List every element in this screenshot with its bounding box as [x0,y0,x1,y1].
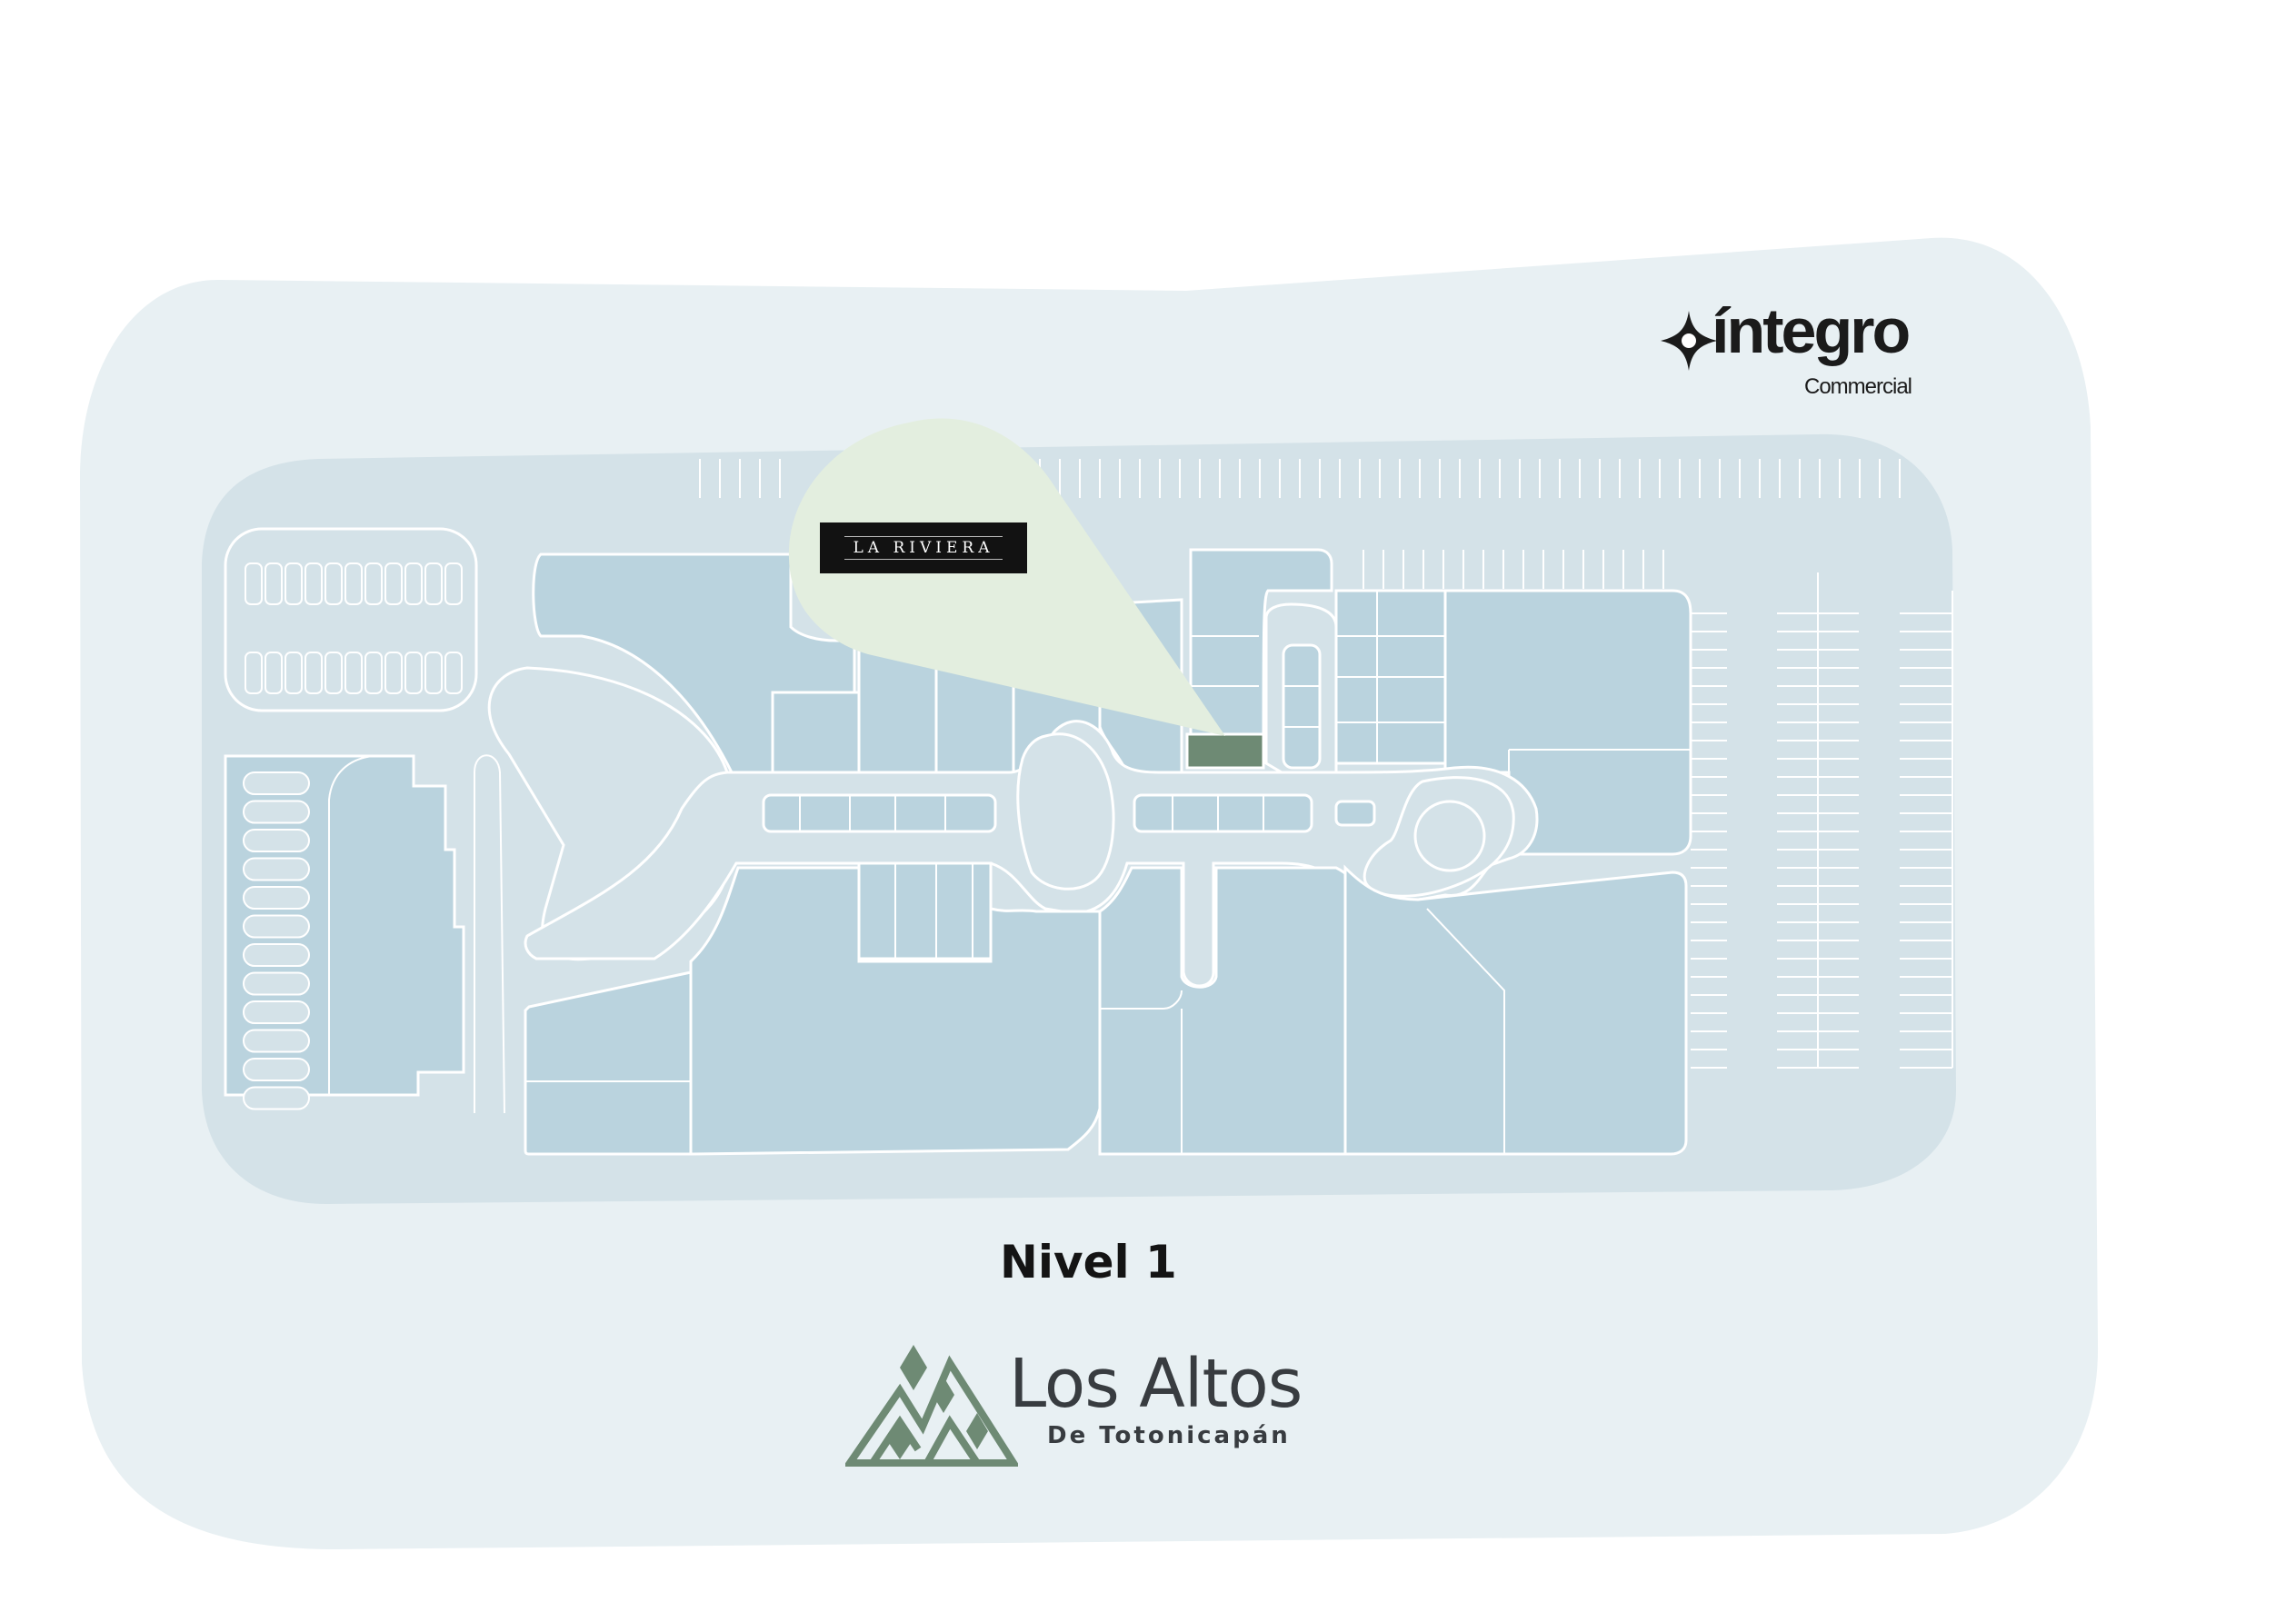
store-label-box: LA RIVIERA [820,522,1027,573]
parking-spot [324,562,343,605]
parking-spot [344,652,363,694]
integro-star-icon [1661,311,1717,371]
parking-spot [243,1029,310,1053]
kiosk-row [762,793,997,833]
parking-spot [243,971,310,996]
lot-north-east-highlight [1185,732,1265,770]
parking-spot [404,652,423,694]
kiosk [1334,800,1376,827]
parking-spot [243,829,310,852]
parking-spot [243,800,310,824]
lot-south-shops [857,861,993,960]
parking-spot [245,652,263,694]
parking-spot [285,562,303,605]
east-court-fountain [1413,800,1486,872]
parking-spot [344,562,363,605]
project-logo: Los Altos De Totonicapán [845,1331,1354,1477]
lot-north-east-anchor [1443,589,1692,856]
parking-spots-west [243,771,310,1110]
parking-spot [245,562,263,605]
parking-spot [444,562,463,605]
parking-spot [304,562,323,605]
parking-spot [404,562,423,605]
parking-spot [384,562,403,605]
floor-level-label: Nivel 1 [1000,1236,1177,1289]
parking-spot [444,652,463,694]
parking-spots-topleft [245,562,463,694]
parking-spot [243,943,310,967]
parking-stalls-right [1691,572,1953,1069]
parking-spot [243,857,310,881]
parking-spot [265,652,283,694]
parking-spot [384,652,403,694]
parking-spot [304,652,323,694]
lot-south-anchor-west [689,866,1102,1156]
parking-spot [243,1058,310,1081]
store-marker [788,418,1225,736]
parking-spot [364,562,383,605]
parking-spot [285,652,303,694]
kiosk-row [1133,793,1313,833]
brand-subtitle: Commercial [1804,374,1912,399]
mountain-logo-icon [845,1345,1018,1467]
parking-spot [243,914,310,939]
lot-south-west-a [524,970,693,1156]
parking-spot [243,886,310,910]
project-location: De Totonicapán [1047,1422,1291,1449]
lot-south-east [1343,864,1688,1156]
store-name: LA RIVIERA [853,539,994,557]
parking-spot [324,652,343,694]
integro-logo: íntegro Commercial [1659,295,1922,409]
corridor-kiosks [762,793,1376,833]
parking-spot [243,1086,310,1110]
central-fountain [1016,732,1115,891]
lot-south-center [1098,866,1361,1156]
parking-spot [243,1000,310,1024]
lot-north-east-a [1189,548,1333,765]
parking-spot [265,562,283,605]
parking-spot [424,652,443,694]
project-name: Los Altos [1009,1345,1303,1423]
marker-bubble [788,418,1225,736]
parking-spot [364,652,383,694]
parking-spot [424,562,443,605]
parking-spot [243,771,310,795]
brand-name: íntegro [1712,295,1911,366]
